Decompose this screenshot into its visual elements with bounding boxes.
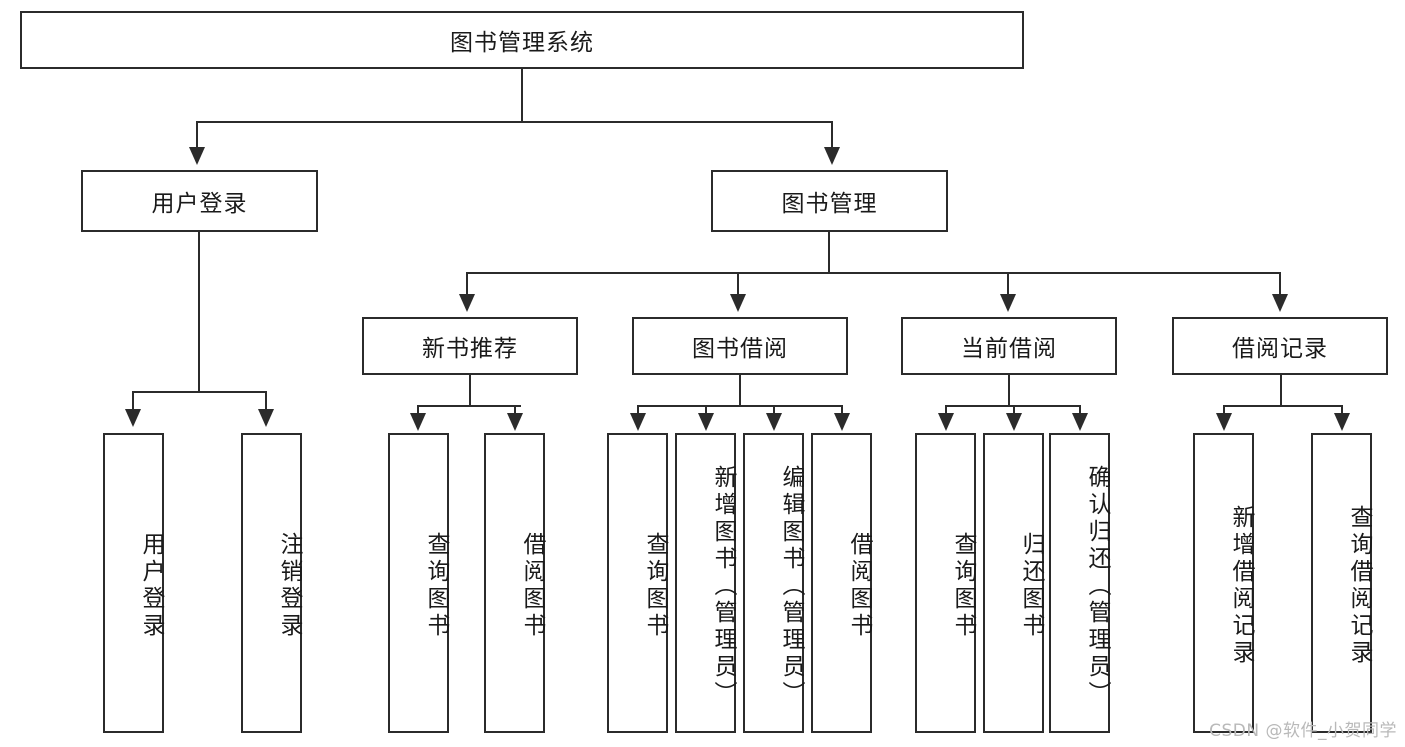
connector-user-login-stem bbox=[198, 232, 200, 393]
node-label: 用户登录 bbox=[151, 191, 248, 217]
node-label: 用户登录 bbox=[138, 532, 164, 640]
connector-borrow-record-stem bbox=[1280, 375, 1282, 407]
arrow-down-icon bbox=[189, 147, 205, 165]
connector-root-to-book-management bbox=[831, 121, 833, 149]
arrow-down-icon bbox=[459, 294, 475, 312]
connector-to-borrow-record bbox=[1279, 272, 1281, 296]
connector-book-management-stem bbox=[828, 232, 830, 274]
node-label: 图书借阅 bbox=[692, 336, 788, 362]
connector-to-book-borrow bbox=[737, 272, 739, 296]
leaf-query-book-bb[interactable]: 查询图书 bbox=[607, 433, 668, 733]
leaf-confirm-return-admin[interactable]: 确认归还（管理员） bbox=[1049, 433, 1110, 733]
arrow-down-icon bbox=[507, 413, 523, 431]
connector-bb-leaf-2 bbox=[705, 405, 707, 415]
leaf-add-book-admin[interactable]: 新增图书（管理员） bbox=[675, 433, 736, 733]
leaf-query-borrow-record[interactable]: 查询借阅记录 bbox=[1311, 433, 1372, 733]
node-label: 编辑图书（管理员） bbox=[778, 464, 804, 708]
node-label: 借阅图书 bbox=[519, 532, 545, 640]
connector-current-borrow-stem bbox=[1008, 375, 1010, 407]
arrow-down-icon bbox=[938, 413, 954, 431]
arrow-down-icon bbox=[834, 413, 850, 431]
leaf-logout[interactable]: 注销登录 bbox=[241, 433, 302, 733]
connector-to-user-login-leaf bbox=[132, 391, 134, 411]
arrow-down-icon bbox=[1006, 413, 1022, 431]
arrow-down-icon bbox=[1000, 294, 1016, 312]
node-label: 归还图书 bbox=[1018, 532, 1044, 640]
leaf-borrow-book-nbr[interactable]: 借阅图书 bbox=[484, 433, 545, 733]
connector-bb-leaf-3 bbox=[773, 405, 775, 415]
arrow-down-icon bbox=[630, 413, 646, 431]
connector-current-borrow-bus bbox=[945, 405, 1079, 407]
arrow-down-icon bbox=[1272, 294, 1288, 312]
arrow-down-icon bbox=[1334, 413, 1350, 431]
connector-borrow-record-bus bbox=[1223, 405, 1342, 407]
node-label: 查询图书 bbox=[642, 532, 668, 640]
arrow-down-icon bbox=[730, 294, 746, 312]
connector-book-borrow-bus bbox=[637, 405, 842, 407]
arrow-down-icon bbox=[125, 409, 141, 427]
node-borrow-record[interactable]: 借阅记录 bbox=[1172, 317, 1388, 375]
node-label: 借阅图书 bbox=[846, 532, 872, 640]
node-label: 查询图书 bbox=[950, 532, 976, 640]
node-label: 查询借阅记录 bbox=[1346, 505, 1372, 667]
node-label: 查询图书 bbox=[423, 532, 449, 640]
node-new-book-recommend[interactable]: 新书推荐 bbox=[362, 317, 578, 375]
arrow-down-icon bbox=[410, 413, 426, 431]
connector-to-current-borrow bbox=[1007, 272, 1009, 296]
leaf-query-book-cb[interactable]: 查询图书 bbox=[915, 433, 976, 733]
node-label: 新书推荐 bbox=[422, 336, 518, 362]
node-label: 新增借阅记录 bbox=[1228, 505, 1254, 667]
connector-root-stem bbox=[521, 69, 523, 123]
connector-new-book-recommend-bus bbox=[417, 405, 521, 407]
connector-book-borrow-stem bbox=[739, 375, 741, 407]
arrow-down-icon bbox=[1072, 413, 1088, 431]
connector-cb-leaf-2 bbox=[1013, 405, 1015, 415]
leaf-user-login[interactable]: 用户登录 bbox=[103, 433, 164, 733]
arrow-down-icon bbox=[766, 413, 782, 431]
node-book-borrow[interactable]: 图书借阅 bbox=[632, 317, 848, 375]
connector-user-login-bus bbox=[132, 391, 265, 393]
connector-root-to-user-login bbox=[196, 121, 198, 149]
arrow-down-icon bbox=[824, 147, 840, 165]
node-current-borrow[interactable]: 当前借阅 bbox=[901, 317, 1117, 375]
node-label: 注销登录 bbox=[276, 532, 302, 640]
connector-br-leaf-1 bbox=[1223, 405, 1225, 415]
connector-level3-bus bbox=[466, 272, 1281, 274]
leaf-borrow-book-bb[interactable]: 借阅图书 bbox=[811, 433, 872, 733]
connector-nbr-leaf-2 bbox=[514, 405, 516, 415]
node-label: 当前借阅 bbox=[961, 336, 1057, 362]
leaf-add-borrow-record[interactable]: 新增借阅记录 bbox=[1193, 433, 1254, 733]
arrow-down-icon bbox=[258, 409, 274, 427]
connector-to-new-book-recommend bbox=[466, 272, 468, 296]
connector-nbr-leaf-1 bbox=[417, 405, 419, 415]
watermark-text: CSDN @软件_小贺同学 bbox=[1209, 721, 1397, 741]
connector-cb-leaf-1 bbox=[945, 405, 947, 415]
leaf-query-book-nbr[interactable]: 查询图书 bbox=[388, 433, 449, 733]
connector-bb-leaf-1 bbox=[637, 405, 639, 415]
node-label: 借阅记录 bbox=[1232, 336, 1328, 362]
connector-cb-leaf-3 bbox=[1079, 405, 1081, 415]
arrow-down-icon bbox=[698, 413, 714, 431]
node-label: 确认归还（管理员） bbox=[1084, 464, 1110, 708]
connector-root-bus bbox=[196, 121, 833, 123]
node-label: 图书管理 bbox=[781, 191, 878, 217]
node-user-login[interactable]: 用户登录 bbox=[81, 170, 318, 232]
connector-bb-leaf-4 bbox=[841, 405, 843, 415]
connector-to-logout-leaf bbox=[265, 391, 267, 411]
connector-br-leaf-2 bbox=[1341, 405, 1343, 415]
leaf-return-book[interactable]: 归还图书 bbox=[983, 433, 1044, 733]
node-label: 图书管理系统 bbox=[450, 30, 594, 56]
node-root-book-management-system[interactable]: 图书管理系统 bbox=[20, 11, 1024, 69]
node-book-management[interactable]: 图书管理 bbox=[711, 170, 948, 232]
connector-new-book-recommend-stem bbox=[469, 375, 471, 407]
arrow-down-icon bbox=[1216, 413, 1232, 431]
node-label: 新增图书（管理员） bbox=[710, 464, 736, 708]
leaf-edit-book-admin[interactable]: 编辑图书（管理员） bbox=[743, 433, 804, 733]
